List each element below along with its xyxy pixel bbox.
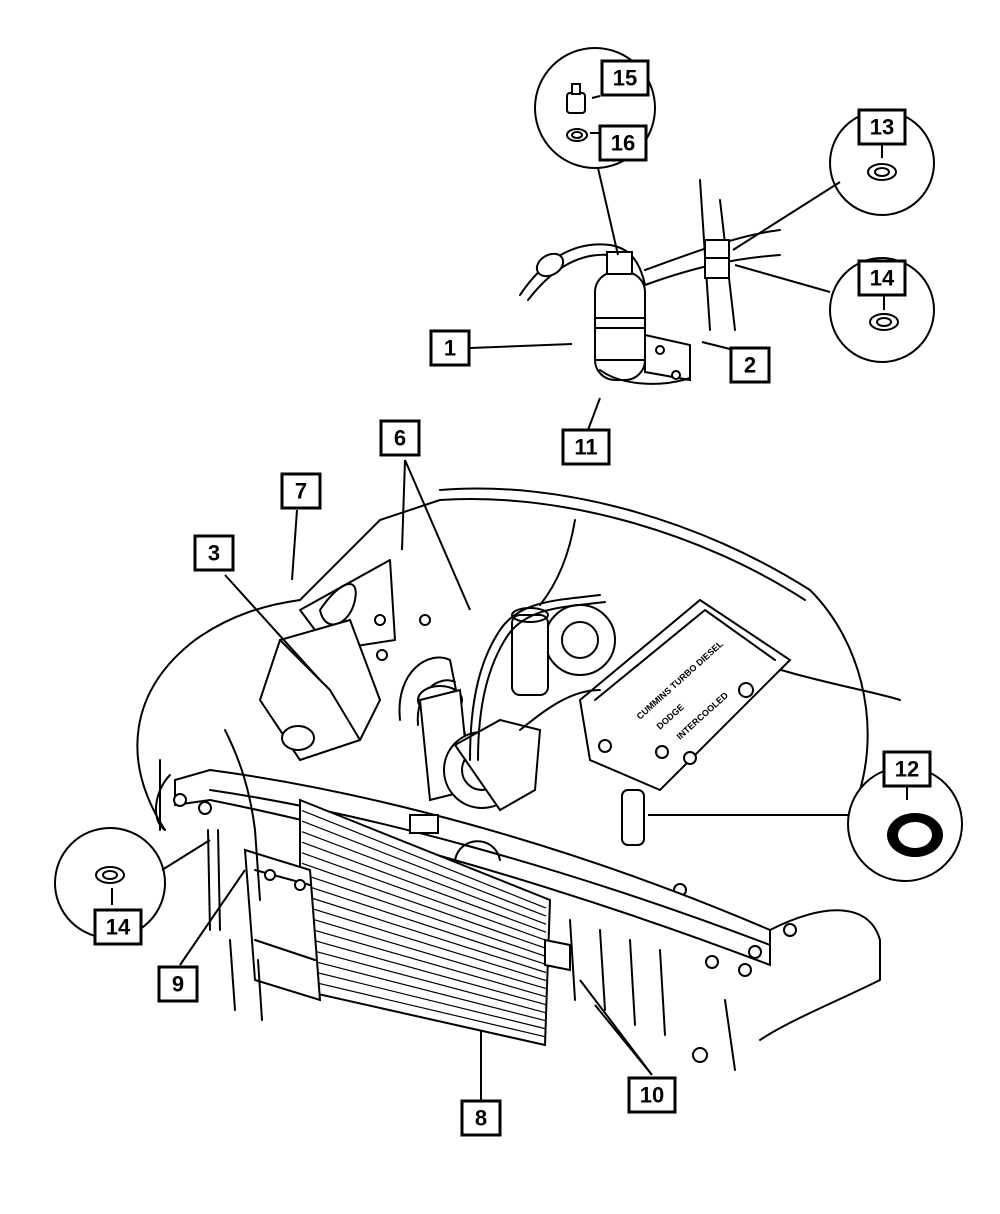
condenser-fin	[301, 915, 547, 990]
condenser-fin	[301, 894, 547, 974]
callout-2: 2	[729, 346, 771, 384]
callout-15: 15	[600, 59, 650, 97]
callout-6: 6	[379, 419, 421, 457]
condenser-fin	[301, 809, 547, 909]
callout-label: 11	[574, 435, 597, 460]
callout-label: 13	[870, 115, 894, 140]
condenser-fin	[301, 873, 547, 957]
callout-3: 3	[193, 534, 235, 572]
callout-label: 7	[295, 479, 307, 504]
condenser-fin	[301, 841, 547, 933]
callout-label: 6	[394, 426, 406, 451]
pressure-switch-icon	[566, 92, 586, 114]
condenser-artwork	[207, 729, 666, 1047]
inset-gasket-12	[847, 766, 963, 882]
callout-label: 12	[895, 757, 919, 782]
callout-10: 10	[627, 1076, 677, 1114]
callout-label: 14	[870, 266, 895, 291]
callout-label: 3	[208, 541, 220, 566]
engine-bay-artwork: CUMMINS TURBO DIESEL DODGE INTERCOOLED	[136, 487, 901, 897]
condenser-fin	[301, 862, 547, 949]
condenser-fin	[301, 936, 547, 1006]
callout-12: 12	[882, 750, 932, 788]
condenser-fin	[301, 968, 547, 1030]
callout-label: 16	[611, 131, 635, 156]
condenser-fin	[301, 852, 547, 941]
callout-label: 1	[444, 336, 456, 361]
callout-1: 1	[429, 329, 471, 367]
callout-label: 8	[475, 1106, 487, 1131]
o-ring-icon	[869, 313, 899, 331]
inset-o-ring-14-right	[829, 257, 935, 363]
condenser-fin	[301, 904, 547, 982]
callout-11: 11	[561, 428, 611, 466]
o-ring-icon	[95, 866, 125, 884]
callout-13: 13	[857, 108, 907, 146]
receiver-drier-artwork	[519, 179, 781, 385]
condenser-fin	[301, 831, 547, 925]
leader-lines	[111, 145, 908, 1100]
o-ring-icon	[566, 128, 588, 142]
callout-label: 2	[744, 353, 756, 378]
callout-8: 8	[460, 1099, 502, 1137]
callout-7: 7	[280, 472, 322, 510]
callout-14-left: 14	[93, 908, 143, 946]
o-ring-icon	[867, 163, 897, 181]
condenser-fin	[301, 957, 547, 1022]
callout-label: 14	[106, 915, 131, 940]
callout-label: 9	[172, 972, 184, 997]
condenser-fin	[301, 820, 547, 917]
callout-label: 15	[613, 66, 637, 91]
callout-14-right: 14	[857, 259, 907, 297]
condenser-fin	[301, 947, 547, 1014]
condenser-fin	[301, 926, 547, 998]
callout-label: 10	[640, 1083, 664, 1108]
condenser-fin	[301, 883, 547, 966]
condenser-fin	[301, 978, 547, 1038]
callout-16: 16	[598, 124, 648, 162]
callout-9: 9	[157, 965, 199, 1003]
